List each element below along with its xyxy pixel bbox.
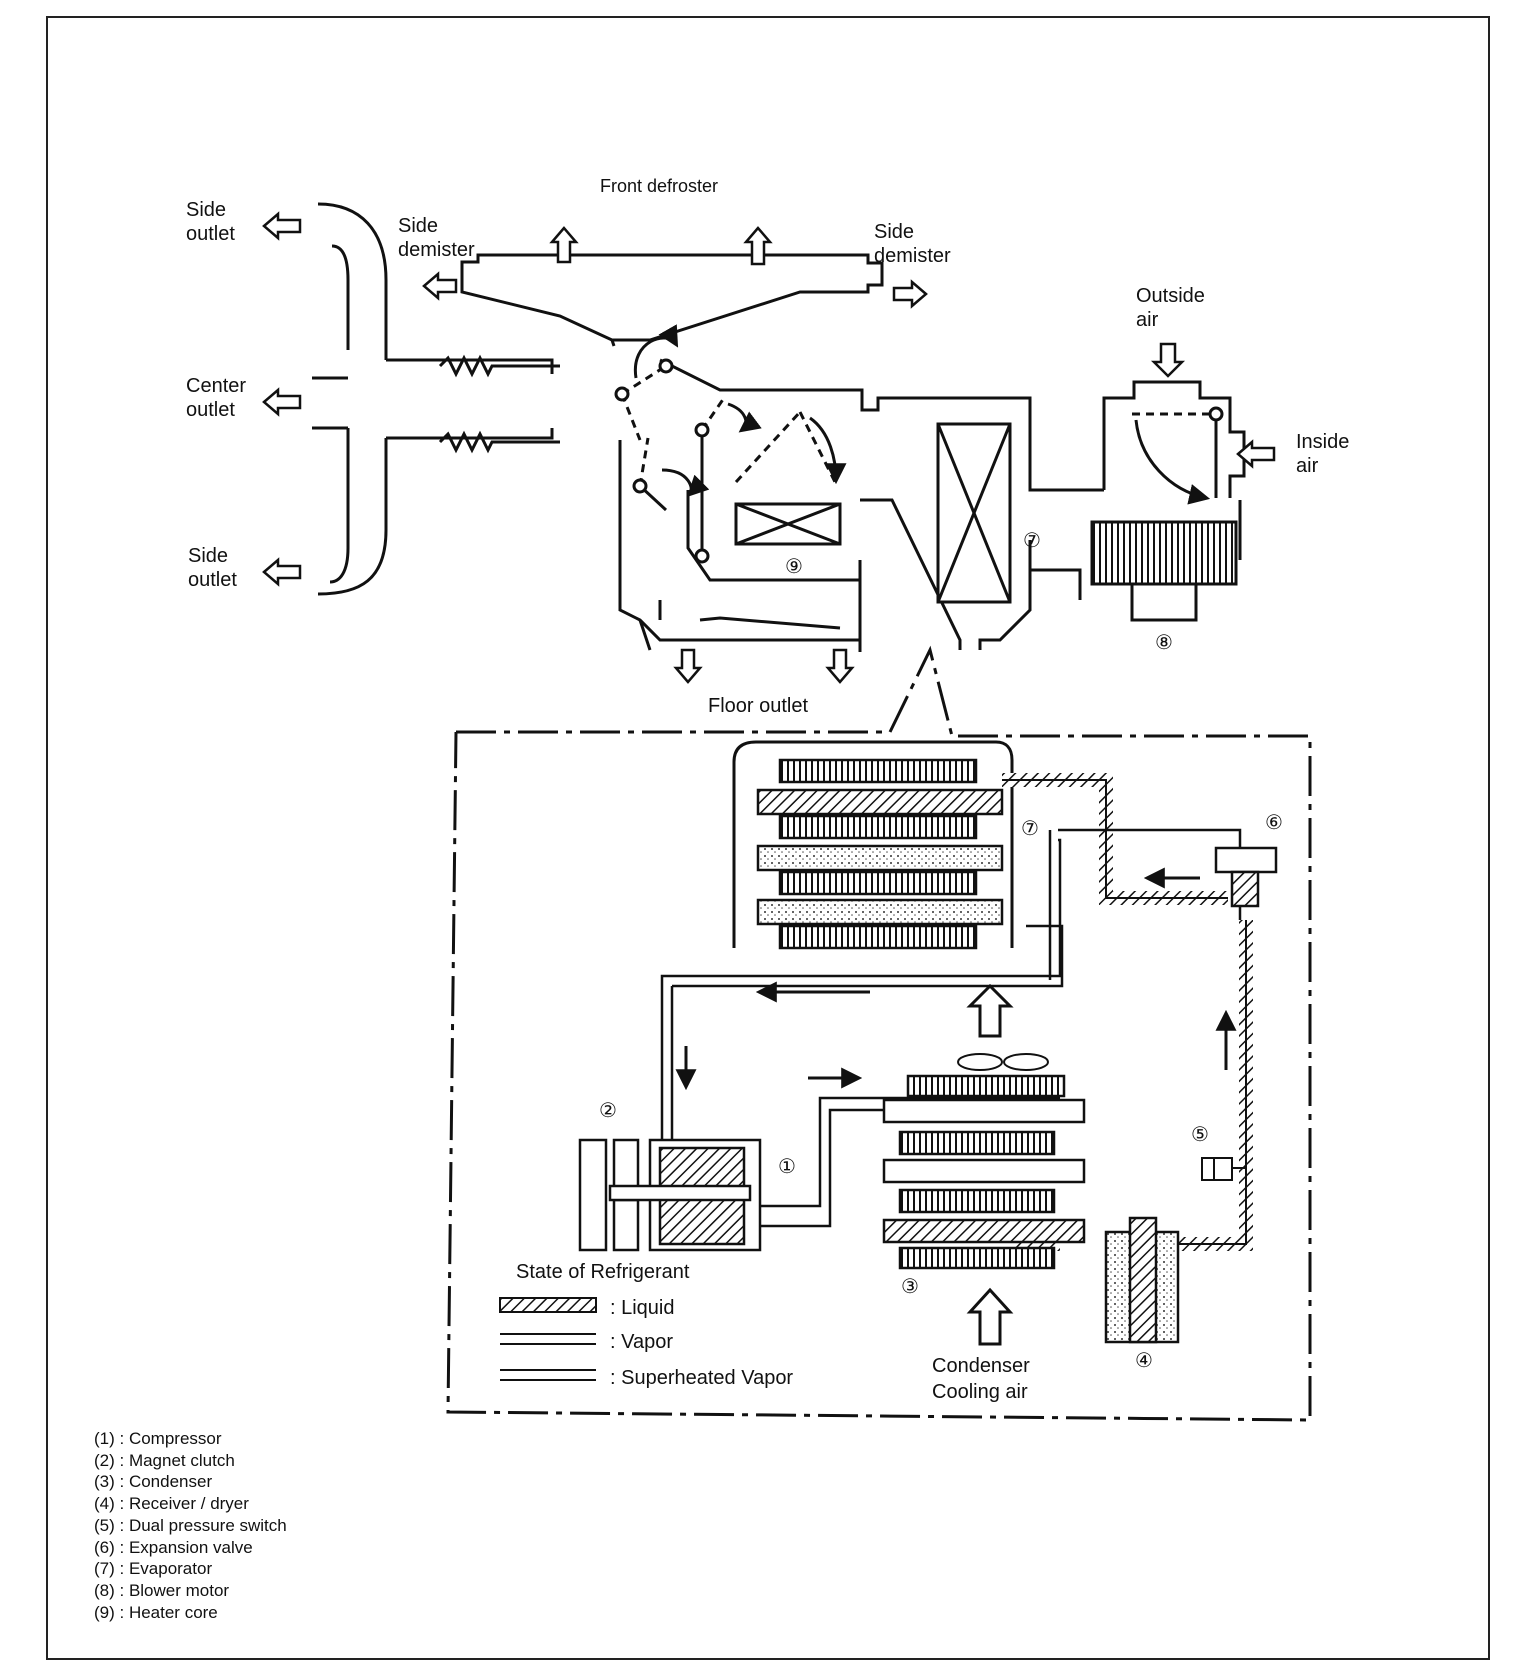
dual-pressure-switch — [1201, 1157, 1246, 1181]
refrigerant-legend-title: State of Refrigerant — [516, 1261, 690, 1283]
down-arrow-icon — [1150, 342, 1186, 378]
side-outlet-bottom-label-line1: Side — [188, 545, 228, 567]
airflow-up-arrows — [966, 983, 1014, 1346]
marker-7-duct: ⑦ — [1023, 528, 1041, 552]
marker-1: ① — [778, 1154, 796, 1178]
marker-4: ④ — [1135, 1348, 1153, 1372]
air-duct-system — [312, 202, 1246, 652]
heater-core-box — [734, 502, 842, 546]
refrigerant-legend-swatches — [499, 1297, 597, 1381]
left-arrow-icon — [1236, 439, 1276, 469]
marker-8: ⑧ — [1155, 630, 1173, 654]
side-demister-left-label-line2: demister — [398, 239, 475, 261]
side-demister-right-label-line1: Side — [874, 221, 914, 243]
component-item: (4) : Receiver / dryer — [94, 1494, 249, 1514]
marker-6: ⑥ — [1265, 810, 1283, 834]
refrigerant-cycle-box — [446, 645, 1312, 1422]
outside-air-label-line2: air — [1136, 309, 1159, 331]
refrigerant-legend-superheated: : Superheated Vapor — [610, 1367, 793, 1389]
up-arrow-icon — [743, 226, 773, 266]
marker-5: ⑤ — [1191, 1122, 1209, 1146]
component-item: (1) : Compressor — [94, 1429, 222, 1448]
inside-air-label-line2: air — [1296, 455, 1319, 477]
condenser-cooling-air-label-line1: Condenser — [932, 1355, 1030, 1377]
component-item: (6) : Expansion valve — [94, 1537, 253, 1557]
inside-air-label-line1: Inside — [1296, 431, 1349, 453]
marker-2: ② — [599, 1098, 617, 1122]
up-arrow-icon — [966, 983, 1014, 1038]
center-vent-louver-top — [438, 354, 560, 378]
heater-case-top — [659, 358, 1062, 492]
center-outlet-label-line1: Center — [186, 375, 246, 397]
side-demister-left-label-line1: Side — [398, 215, 438, 237]
heater-core-chamber — [686, 490, 860, 582]
component-item: (9) : Heater core — [94, 1602, 218, 1622]
up-arrow-icon — [966, 1287, 1014, 1346]
marker-7-refrigerant: ⑦ — [1021, 816, 1039, 840]
condenser-cooling-air-label-line2: Cooling air — [932, 1381, 1028, 1403]
center-vent-louver-bottom — [438, 430, 560, 454]
defroster-duct — [460, 253, 884, 342]
component-item: (2) : Magnet clutch — [94, 1450, 235, 1470]
left-arrow-icon — [422, 271, 458, 301]
marker-3: ③ — [901, 1274, 919, 1298]
down-arrow-icon — [825, 648, 855, 684]
component-list: (1) : Compressor (2) : Magnet clutch (3)… — [94, 1428, 287, 1623]
expansion-valve — [1214, 846, 1278, 920]
evaporator-coil — [756, 758, 1228, 950]
side-outlet-bottom-label-line2: outlet — [188, 569, 237, 591]
flow-direction-arrows — [675, 867, 1237, 1091]
front-defroster-label: Front defroster — [600, 176, 718, 196]
mode-doors — [614, 324, 1224, 564]
refrigerant-piping — [660, 828, 1253, 1251]
left-duct-bottom-curve — [317, 438, 388, 596]
compressor — [578, 1138, 762, 1252]
center-outlet-label-line2: outlet — [186, 399, 235, 421]
airflow-arrows — [262, 211, 1276, 684]
side-outlet-top-label-line1: Side — [186, 199, 226, 221]
component-item: (3) : Condenser — [94, 1472, 213, 1492]
left-duct-top-curve — [317, 202, 388, 360]
diagram-frame — [46, 16, 1490, 1660]
component-item: (5) : Dual pressure switch — [94, 1515, 287, 1535]
component-item: (7) : Evaporator — [94, 1559, 213, 1579]
left-arrow-icon — [262, 211, 302, 241]
evaporator-duct-core — [936, 422, 1012, 604]
side-demister-right-label-line2: demister — [874, 245, 951, 267]
left-arrow-icon — [262, 387, 302, 417]
marker-9: ⑨ — [785, 554, 803, 578]
blower-fan — [1090, 520, 1238, 622]
refrigerant-legend-liquid: : Liquid — [610, 1297, 675, 1319]
floor-outlet-label: Floor outlet — [708, 695, 808, 717]
condenser-coil — [882, 1074, 1086, 1270]
component-item: (8) : Blower motor — [94, 1580, 230, 1600]
side-outlet-top-label-line2: outlet — [186, 223, 235, 245]
refrigerant-legend-vapor: : Vapor — [610, 1331, 673, 1353]
down-arrow-icon — [673, 648, 703, 684]
condenser-fan-icon — [957, 1053, 1049, 1071]
right-arrow-icon — [892, 279, 928, 309]
outside-air-label-line1: Outside — [1136, 285, 1205, 307]
blower-intake-housing — [1102, 380, 1246, 498]
up-arrow-icon — [549, 226, 579, 264]
left-arrow-icon — [262, 557, 302, 587]
receiver-dryer — [1104, 1216, 1180, 1344]
